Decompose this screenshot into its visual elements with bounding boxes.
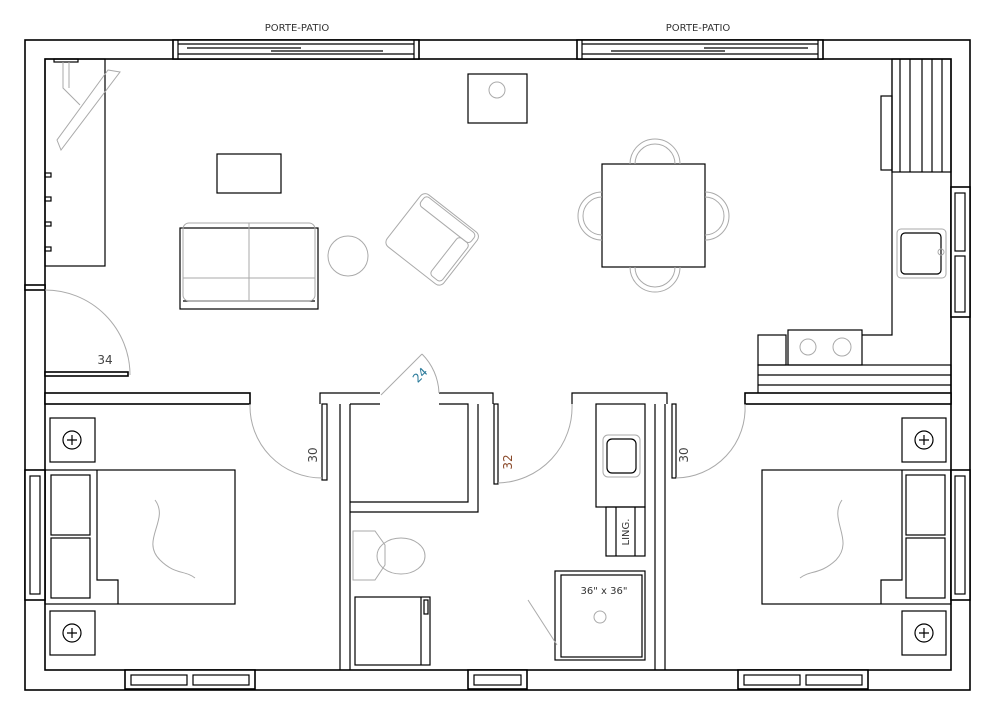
tv-stand bbox=[467, 73, 528, 124]
patio-door-left bbox=[172, 39, 420, 60]
bedroom-left-door bbox=[249, 403, 328, 481]
door-width-bathroom: 32 bbox=[501, 454, 515, 469]
shower-size-label: 36" x 36" bbox=[581, 586, 628, 597]
kitchen-counter bbox=[757, 58, 952, 404]
bedroom-left-furniture bbox=[44, 417, 236, 656]
interior-walls bbox=[44, 371, 952, 670]
bedroom-right-door bbox=[671, 403, 746, 479]
door-width-bedroom-left: 30 bbox=[306, 447, 320, 462]
entry-door bbox=[44, 289, 131, 376]
bathroom-vanity bbox=[595, 403, 646, 508]
bedroom-right-furniture bbox=[761, 417, 952, 656]
door-width-bedroom-right: 30 bbox=[677, 447, 691, 462]
windows bbox=[24, 186, 971, 690]
patio-door-label-right: PORTE-PATIO bbox=[666, 23, 731, 34]
door-width-closet: 24 bbox=[410, 365, 431, 386]
toilet bbox=[352, 530, 426, 581]
sofa bbox=[179, 222, 319, 310]
shower bbox=[527, 570, 646, 661]
dining-table bbox=[577, 138, 730, 293]
side-table bbox=[327, 235, 369, 277]
patio-door-right bbox=[576, 39, 824, 60]
kitchen-sink bbox=[896, 228, 947, 279]
linen-label: LING. bbox=[621, 519, 632, 546]
bathroom-door bbox=[493, 403, 573, 485]
washer bbox=[354, 596, 431, 666]
linen-closet bbox=[605, 506, 646, 557]
shelf-unit bbox=[44, 58, 121, 267]
armchair bbox=[385, 193, 479, 286]
patio-door-label-left: PORTE-PATIO bbox=[265, 23, 330, 34]
coffee-table bbox=[216, 153, 282, 194]
stove bbox=[787, 329, 863, 366]
door-width-entry: 34 bbox=[97, 353, 112, 367]
closet-door bbox=[380, 353, 440, 396]
